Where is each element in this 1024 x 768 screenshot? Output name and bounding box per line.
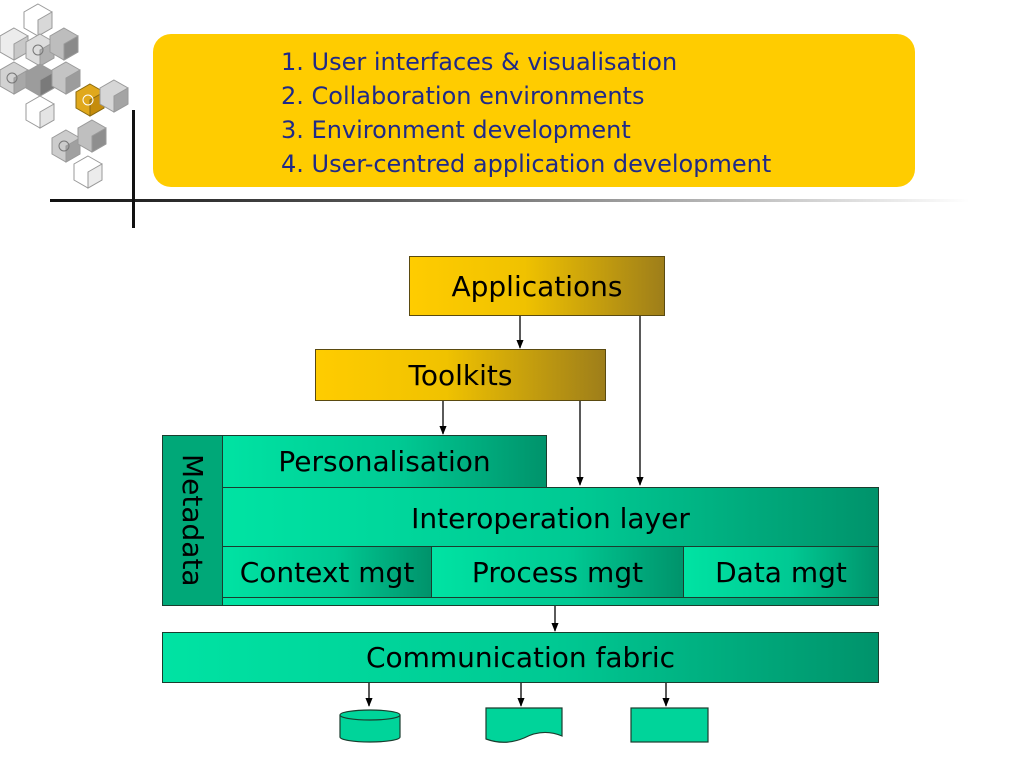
data-mgt-label: Data mgt <box>715 555 847 589</box>
topic-list: 1. User interfaces & visualisation 2. Co… <box>281 45 771 181</box>
applications-box: Applications <box>409 256 665 316</box>
context-mgt-box: Context mgt <box>222 546 432 598</box>
toolkits-label: Toolkits <box>408 358 513 392</box>
metadata-box: Metadata <box>162 435 223 606</box>
communication-fabric-box: Communication fabric <box>162 632 879 683</box>
interoperation-label: Interoperation layer <box>411 502 690 535</box>
data-mgt-box: Data mgt <box>683 546 879 598</box>
context-mgt-label: Context mgt <box>239 555 415 589</box>
process-mgt-label: Process mgt <box>471 555 644 589</box>
database-cylinder-icon <box>339 709 401 743</box>
personalisation-box: Personalisation <box>222 435 547 488</box>
topic-item: 4. User-centred application development <box>281 150 772 178</box>
hexagon-cluster-icon <box>0 3 129 189</box>
personalisation-label: Personalisation <box>278 445 491 478</box>
applications-label: Applications <box>451 269 623 303</box>
topic-item: 1. User interfaces & visualisation <box>281 48 678 76</box>
separator-lines <box>50 110 970 228</box>
process-mgt-box: Process mgt <box>431 546 684 598</box>
storage-box-icon <box>630 707 709 743</box>
topic-item: 2. Collaboration environments <box>281 82 645 110</box>
toolkits-box: Toolkits <box>315 349 606 401</box>
topic-callout: 1. User interfaces & visualisation 2. Co… <box>153 34 915 187</box>
topic-item: 3. Environment development <box>281 116 631 144</box>
metadata-label: Metadata <box>176 454 209 587</box>
communication-fabric-label: Communication fabric <box>365 641 676 674</box>
document-icon <box>485 707 563 743</box>
